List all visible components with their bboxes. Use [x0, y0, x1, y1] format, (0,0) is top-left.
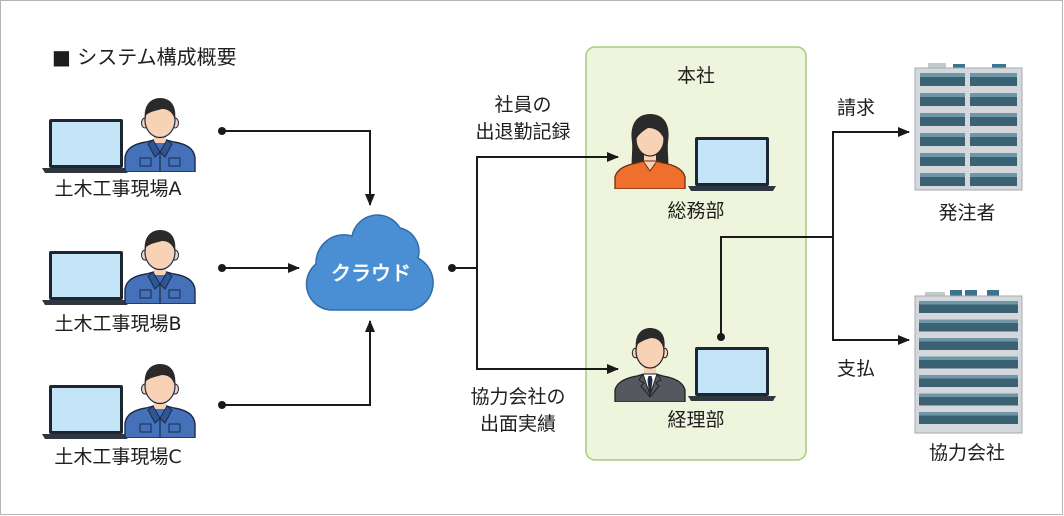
- site-b-laptop-icon: [42, 251, 130, 305]
- building-window-highlight: [919, 319, 1018, 323]
- site-b-label: 土木工事現場B: [54, 313, 181, 335]
- cloud-label: クラウド: [331, 261, 411, 285]
- building-roof-unit: [965, 290, 977, 296]
- building-window-highlight: [970, 173, 1017, 177]
- client-label: 発注者: [938, 202, 995, 224]
- building-roof-unit: [950, 290, 962, 296]
- building-window-highlight: [920, 93, 965, 97]
- building-window-highlight: [919, 356, 1018, 360]
- building-roof-unit: [928, 63, 946, 69]
- building-window-highlight: [919, 338, 1018, 342]
- building-window-highlight: [970, 133, 1017, 137]
- building-window-highlight: [919, 393, 1018, 397]
- cloud: クラウド: [305, 214, 434, 311]
- partner-building-icon: [914, 290, 1023, 434]
- building-window-highlight: [920, 113, 965, 117]
- accounting-laptop-icon: [688, 347, 776, 401]
- flow-partner-work-label-line2: 出面実績: [480, 413, 556, 435]
- building-roof-unit: [992, 64, 1006, 69]
- building-window-highlight: [919, 412, 1018, 416]
- site-c-laptop-icon: [42, 385, 130, 439]
- site-a: 土木工事現場A: [42, 97, 196, 200]
- connector-site-c-to-cloud: [222, 320, 375, 406]
- building-window-highlight: [920, 153, 965, 157]
- flow-attendance-label-line2: 出退勤記録: [475, 121, 570, 143]
- headquarters-label: 本社: [677, 65, 715, 87]
- department-general-affairs: 総務部: [614, 113, 776, 222]
- building-body: [914, 67, 1023, 191]
- accounting-label: 経理部: [667, 409, 724, 431]
- general-affairs-label: 総務部: [667, 200, 724, 222]
- building-window-highlight: [970, 93, 1017, 97]
- site-a-label: 土木工事現場A: [55, 178, 182, 200]
- building-windows: [919, 301, 1018, 424]
- building-roof-unit: [953, 64, 965, 69]
- flow-partner-work-label-line1: 協力会社の: [470, 386, 565, 408]
- flow-attendance-label-line1: 社員の: [494, 94, 551, 116]
- site-b: 土木工事現場B: [42, 229, 196, 335]
- department-accounting: 経理部: [614, 327, 776, 431]
- building-roof-unit: [987, 290, 999, 296]
- diagram-title: ■ システム構成概要: [52, 45, 237, 69]
- building-window-highlight: [919, 301, 1018, 305]
- general-affairs-laptop-icon: [688, 137, 776, 191]
- cloud-icon: [305, 214, 434, 311]
- building-windows: [920, 73, 1017, 186]
- building-window-highlight: [970, 113, 1017, 117]
- building-roof-unit: [925, 292, 945, 297]
- client-building-icon: [914, 63, 1023, 191]
- building-window-highlight: [920, 133, 965, 137]
- site-a-laptop-icon: [42, 119, 130, 173]
- billing-label: 請求: [837, 97, 875, 119]
- building-window-highlight: [970, 153, 1017, 157]
- building-window-highlight: [920, 73, 965, 77]
- building-window-highlight: [970, 73, 1017, 77]
- building-window-highlight: [920, 173, 965, 177]
- building-window-highlight: [919, 375, 1018, 379]
- partner-label: 協力会社: [929, 442, 1005, 464]
- site-c: 土木工事現場C: [42, 363, 196, 468]
- payment-label: 支払: [837, 358, 875, 380]
- site-c-label: 土木工事現場C: [54, 446, 181, 468]
- connector-site-a-to-cloud: [222, 130, 375, 206]
- connector-accounting-out: [720, 236, 833, 337]
